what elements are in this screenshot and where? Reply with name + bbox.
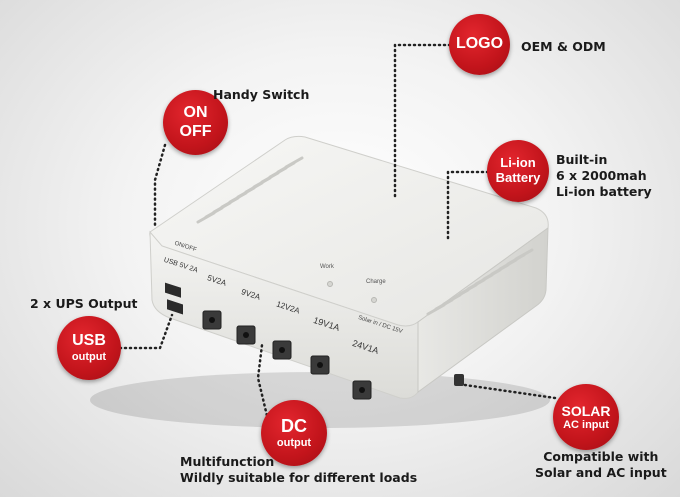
onoff-badge-on: ON	[183, 104, 208, 122]
top-left-vents	[196, 156, 304, 224]
battery-caption: Built-in 6 x 2000mah Li-ion battery	[556, 152, 652, 200]
work-led	[327, 281, 333, 287]
dc-caption: Multifunction Wildly suitable for differ…	[180, 454, 417, 486]
solar-jack	[454, 374, 464, 386]
usb-badge-line2: output	[71, 350, 107, 363]
ups-output-caption: 2 x UPS Output	[30, 296, 138, 311]
battery-caption-line2: 6 x 2000mah	[556, 168, 647, 183]
solar-badge-line2: AC input	[563, 418, 609, 431]
logo-badge: LOGO	[449, 14, 510, 75]
usb-leader	[118, 313, 174, 350]
solar-caption: Compatible with Solar and AC input	[535, 449, 667, 481]
dc-output-badge: DC output	[261, 400, 327, 466]
onoff-badge: ON OFF	[163, 90, 228, 155]
onoff-leader	[153, 143, 167, 227]
solar-ac-badge: SOLAR AC input	[553, 384, 619, 450]
dc-badge-line2: output	[276, 437, 312, 450]
solar-caption-line1: Compatible with	[543, 449, 659, 464]
usb-output-badge: USB output	[57, 316, 121, 380]
usb-badge-line1: USB	[72, 332, 106, 350]
battery-caption-line3: Li-ion battery	[556, 184, 652, 199]
solar-badge-line1: SOLAR	[561, 402, 611, 419]
dc-badge-line1: DC	[281, 416, 307, 437]
usb-ports	[165, 282, 183, 315]
dc-leader	[256, 343, 270, 422]
top-right-vents	[426, 248, 534, 316]
liion-battery-badge: Li-ion Battery	[487, 140, 549, 202]
solar-caption-line2: Solar and AC input	[535, 465, 667, 480]
dc-caption-line1: Multifunction	[180, 454, 275, 469]
battery-caption-line1: Built-in	[556, 152, 608, 167]
logo-badge-text: LOGO	[455, 35, 504, 53]
liion-leader	[446, 170, 490, 242]
dc-caption-line2: Wildly suitable for different loads	[180, 470, 418, 485]
logo-caption: OEM & ODM	[521, 39, 606, 54]
liion-badge-line1: Li-ion	[500, 155, 536, 171]
led-work-label: Work	[320, 264, 334, 270]
onoff-badge-off: OFF	[179, 122, 212, 140]
led-charge-label: Charge	[366, 279, 386, 285]
charge-led	[371, 297, 377, 303]
solar-leader	[463, 383, 557, 400]
handy-switch-caption: Handy Switch	[213, 87, 310, 102]
logo-leader	[393, 43, 452, 202]
liion-badge-line2: Battery	[495, 170, 541, 185]
